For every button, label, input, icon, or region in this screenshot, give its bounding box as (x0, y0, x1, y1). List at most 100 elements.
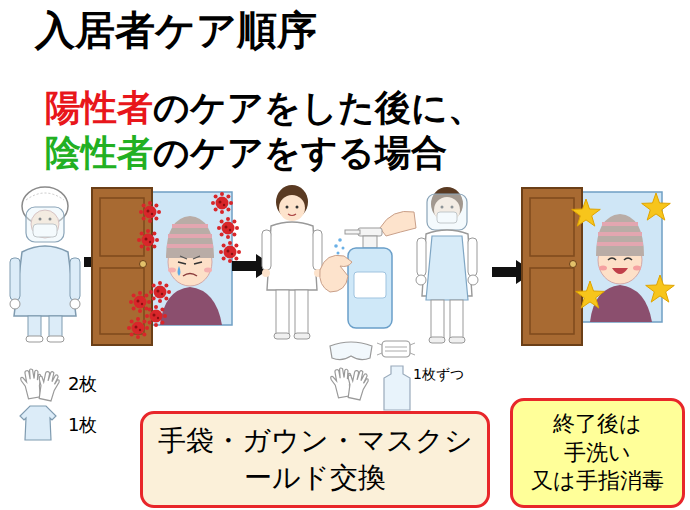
nurse (262, 185, 322, 339)
virus-cloud (145, 305, 167, 327)
subtitle-text: のケアをした後に、 (153, 86, 484, 129)
ppe-worker (10, 299, 20, 309)
ppe-worker (49, 316, 62, 338)
nurse (286, 206, 289, 209)
nurse (276, 290, 289, 334)
nurse-with-ppe (449, 337, 465, 343)
sick-resident (178, 262, 202, 264)
sparkle-stars (572, 199, 601, 226)
sick-resident (168, 268, 176, 273)
nurse-with-ppe (416, 187, 478, 343)
goggles-icon (330, 342, 372, 360)
sparkle-stars (642, 193, 671, 220)
hand-sanitizer (320, 255, 352, 292)
happy-resident (596, 214, 644, 256)
subtitle-text: のケアをする場合 (153, 131, 447, 174)
nurse-with-ppe (426, 236, 468, 300)
page-title: 入居者ケア順序 (35, 6, 317, 54)
nurse-with-ppe (429, 337, 445, 343)
ppe-worker (26, 207, 64, 242)
apron-icon (384, 366, 410, 410)
ppe-worker (14, 246, 76, 316)
note-box: 終了後は 手洗い 又は手指消毒 (510, 398, 685, 508)
box-text: 手袋・ガウン・マスクシールド交換 (153, 423, 477, 496)
virus-cloud (137, 229, 159, 251)
hand-sanitizer (342, 247, 345, 250)
door (522, 188, 582, 345)
quantity-label: 2枚 (68, 373, 97, 395)
door (100, 198, 144, 256)
quantity-label: 1枚ずつ (413, 366, 464, 383)
gloves-icon (35, 369, 61, 402)
ppe-worker (26, 193, 64, 200)
hand-sanitizer (363, 236, 377, 248)
gown-icon (20, 406, 56, 440)
gloves-icon (344, 368, 370, 401)
sparkle-stars (572, 193, 675, 308)
gloves-icon (19, 367, 61, 401)
nurse (267, 222, 317, 290)
ppe-worker (26, 336, 43, 342)
virus-cloud (139, 201, 161, 223)
sick-resident (178, 266, 181, 276)
quantity-label: 1枚 (68, 414, 97, 436)
nurse (262, 269, 270, 277)
virus-cloud (219, 241, 241, 263)
sick-resident (204, 268, 212, 273)
subtitle-keyword: 陰性者 (45, 131, 153, 174)
goggles-icon (330, 342, 372, 360)
process-box: 手袋・ガウン・マスクシールド交換 (140, 411, 490, 508)
hand-sanitizer (320, 211, 416, 328)
door (92, 188, 152, 345)
sparkle-stars (646, 275, 675, 302)
happy-resident (608, 258, 632, 260)
nurse (279, 195, 305, 221)
nurse-with-ppe (427, 194, 467, 230)
nurse (296, 206, 299, 209)
door (570, 261, 577, 268)
ppe-worker (10, 258, 20, 300)
nurse (313, 230, 322, 270)
box-text: 終了後は 手洗い 又は手指消毒 (523, 410, 672, 496)
ppe-worker (70, 258, 80, 300)
sick-resident (167, 226, 213, 246)
ppe-worker (10, 187, 80, 342)
hand-sanitizer (354, 272, 386, 298)
mask-icon (377, 343, 415, 355)
virus-cloud (127, 192, 241, 339)
happy-resident (590, 285, 652, 322)
nurse-with-ppe (468, 275, 478, 285)
nurse-with-ppe (468, 238, 477, 276)
virus-cloud (149, 281, 171, 303)
nurse (294, 333, 310, 339)
ppe-worker (28, 316, 41, 338)
hand-sanitizer (358, 228, 382, 236)
door (92, 188, 152, 345)
apron-icon (384, 366, 410, 410)
nurse (274, 333, 290, 339)
hand-sanitizer (334, 244, 338, 248)
ppe-worker (47, 336, 64, 342)
virus-cloud (127, 317, 149, 339)
happy-resident (612, 268, 628, 274)
hand-sanitizer (345, 230, 360, 234)
mask-icon (377, 341, 415, 357)
sick-resident (166, 216, 214, 258)
ppe-worker (70, 299, 80, 309)
nurse-with-ppe (431, 300, 444, 338)
happy-resident (633, 266, 641, 271)
hand-sanitizer (338, 238, 342, 242)
door (530, 198, 574, 256)
mask-icon (382, 341, 410, 357)
gloves-icon (329, 366, 370, 400)
virus-cloud (217, 217, 239, 239)
nurse-with-ppe (450, 300, 463, 338)
hand-sanitizer (380, 211, 416, 236)
virus-cloud (211, 192, 233, 214)
happy-resident (597, 224, 643, 244)
sick-resident (183, 274, 197, 277)
door (140, 261, 147, 268)
happy-resident (599, 266, 607, 271)
hand-sanitizer (348, 248, 392, 328)
